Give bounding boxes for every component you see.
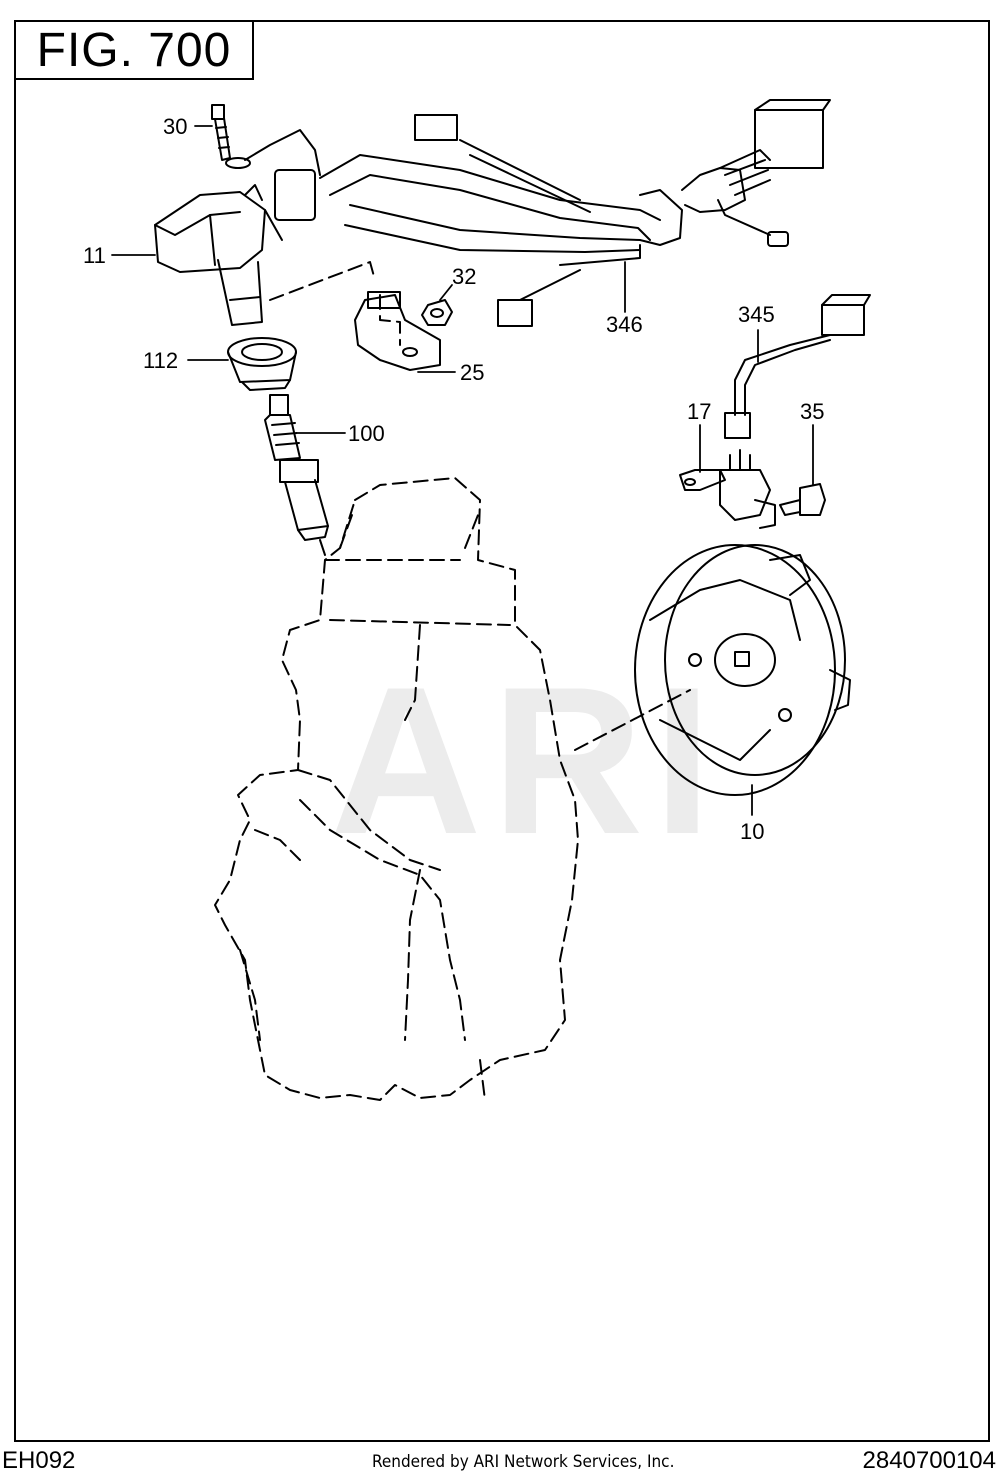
leader-flywheel — [574, 689, 691, 751]
callout-112: 112 — [143, 348, 179, 373]
callout-346: 346 — [606, 312, 643, 337]
figure-title: FIG. 700 — [36, 24, 232, 77]
ignition-coil-drawing — [154, 184, 283, 326]
watermark: ARI — [330, 643, 722, 878]
callout-11: 11 — [83, 243, 106, 268]
grommet-drawing — [227, 337, 297, 391]
callout-345: 345 — [738, 302, 775, 327]
nut-32-drawing — [421, 299, 453, 326]
document-number: 2840700104 — [862, 1447, 996, 1474]
figure-title-box: FIG. 700 — [14, 20, 254, 80]
screw-35-drawing — [779, 483, 826, 516]
diagram-code: EH092 — [2, 1447, 76, 1474]
callout-leaders — [111, 125, 814, 816]
callout-32: 32 — [452, 264, 477, 289]
wire-harness-drawing — [244, 99, 831, 327]
bracket-drawing — [354, 291, 441, 371]
sensor-harness-drawing — [724, 294, 871, 439]
callout-30: 30 — [163, 114, 188, 139]
callout-17: 17 — [687, 399, 712, 424]
spark-plug-drawing — [264, 394, 329, 556]
callout-35: 35 — [800, 399, 825, 424]
leader-coil-bracket — [269, 261, 376, 301]
callout-100: 100 — [348, 421, 385, 446]
callout-25: 25 — [460, 360, 485, 385]
callout-10: 10 — [740, 819, 765, 844]
flywheel-drawing — [634, 544, 851, 796]
bolt-30-drawing — [211, 104, 251, 169]
diagram-frame — [14, 20, 990, 1442]
render-credit: Rendered by ARI Network Services, Inc. — [372, 1452, 675, 1472]
sensor-17-drawing — [679, 449, 776, 529]
engine-outline — [214, 477, 579, 1101]
